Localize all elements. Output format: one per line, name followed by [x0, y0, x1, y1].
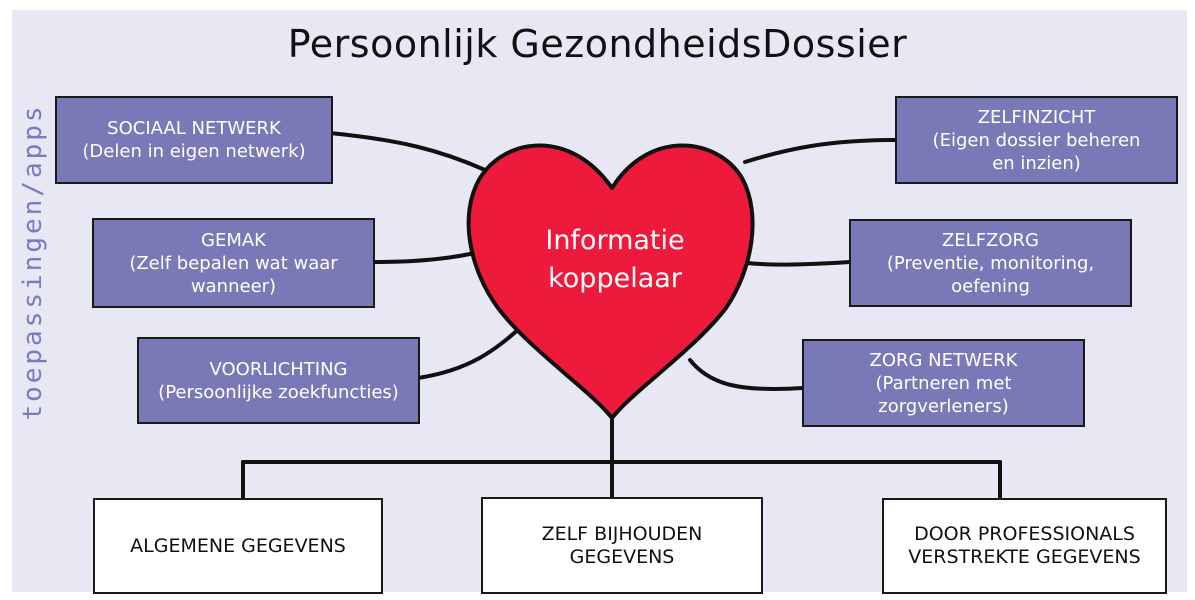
page-title: Persoonlijk GezondheidsDossier [287, 22, 908, 66]
connector-gemak [373, 252, 472, 264]
data-box-algemene-gegevens: ALGEMENE GEGEVENS [93, 498, 383, 594]
app-box-subtitle: (Delen in eigen netwerk) [82, 141, 306, 162]
side-label-apps: toepassingen/apps [18, 103, 48, 421]
app-box-subtitle: (Zelf bepalen wat waar [129, 252, 338, 274]
app-box-title: SOCIAAL NETWERK [107, 118, 281, 139]
heart-label-line2: koppelaar [548, 263, 682, 294]
app-box-sociaal-netwerk: SOCIAAL NETWERK (Delen in eigen netwerk) [55, 96, 333, 184]
connector-zelfinzicht [743, 138, 899, 164]
app-box-title: ZELFZORG [941, 229, 1040, 251]
app-box-subtitle-cont: wanneer) [190, 275, 277, 297]
app-box-title: VOORLICHTING [209, 358, 348, 380]
app-box-voorlichting: VOORLICHTING (Persoonlijke zoekfuncties) [137, 337, 420, 424]
data-box-zelf-bijhouden: ZELF BIJHOUDEN GEGEVENS [481, 497, 763, 594]
app-box-subtitle: (Partneren met [875, 372, 1012, 394]
app-box-title: GEMAK [201, 229, 266, 251]
data-box-line1: ALGEMENE GEGEVENS [130, 534, 346, 557]
app-box-title: ZELFINZICHT [977, 106, 1096, 128]
data-box-line1: DOOR PROFESSIONALS [914, 523, 1135, 545]
app-box-subtitle-cont: oefening [951, 275, 1030, 297]
app-box-zelfinzicht: ZELFINZICHT (Eigen dossier beheren en in… [895, 96, 1178, 184]
data-box-line1: ZELF BIJHOUDEN [541, 522, 703, 545]
app-box-gemak: GEMAK (Zelf bepalen wat waar wanneer) [92, 218, 375, 308]
app-box-title: ZORG NETWERK [869, 349, 1018, 371]
app-box-subtitle: (Preventie, monitoring, [886, 252, 1095, 274]
connector-voorlichting [416, 326, 522, 380]
app-box-subtitle-cont: zorgverleners) [878, 395, 1009, 417]
heart-label: Informatie koppelaar [500, 222, 730, 298]
app-box-subtitle: (Persoonlijke zoekfuncties) [158, 381, 399, 403]
heart-label-line1: Informatie [545, 225, 685, 256]
connector-sociaal-netwerk [328, 131, 487, 172]
data-box-professionals: DOOR PROFESSIONALS VERSTREKTE GEGEVENS [882, 498, 1167, 594]
data-box-line2: VERSTREKTE GEGEVENS [908, 546, 1141, 568]
heart-shape [466, 143, 755, 420]
connector-zelfzorg [736, 260, 852, 267]
connector-zorg-netwerk [688, 358, 805, 392]
app-box-zelfzorg: ZELFZORG (Preventie, monitoring, oefenin… [849, 219, 1132, 307]
app-box-subtitle-cont: en inzien) [992, 152, 1081, 174]
app-box-zorg-netwerk: ZORG NETWERK (Partneren met zorgverlener… [802, 339, 1085, 427]
app-box-subtitle: (Eigen dossier beheren [932, 129, 1141, 151]
data-box-line2: GEGEVENS [569, 545, 675, 568]
